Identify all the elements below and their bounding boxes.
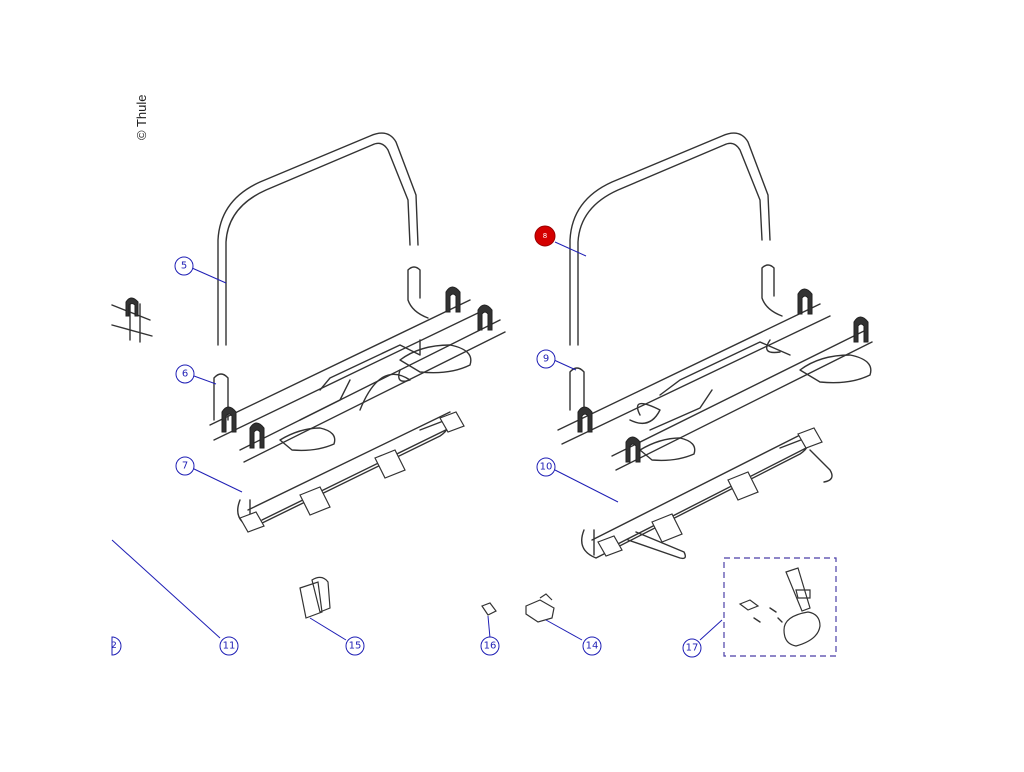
callout-7: 7 <box>175 456 195 476</box>
callout-14: 14 <box>582 636 602 656</box>
callout-11: 11 <box>219 636 239 656</box>
copyright-text: © Thule <box>134 94 149 140</box>
rack-rails-left <box>209 299 506 463</box>
right-assembly <box>481 132 873 657</box>
callout-label-16: 16 <box>484 641 497 652</box>
callout-label-6: 6 <box>182 369 188 380</box>
callout-6: 6 <box>175 364 195 384</box>
wheel-holders-right <box>639 354 872 462</box>
base-brackets-right <box>597 427 823 557</box>
part-14 <box>525 593 555 623</box>
callout-label-15: 15 <box>349 641 362 652</box>
kit-17-strap <box>785 567 811 612</box>
callout-label-5: 5 <box>181 261 187 272</box>
callout-label-17: 17 <box>686 643 699 654</box>
cable-right <box>629 339 781 424</box>
rack-center-bar-right <box>649 341 791 431</box>
frame-arch-right <box>569 132 771 346</box>
post-9 <box>569 367 585 411</box>
leader-lines <box>111 241 723 641</box>
base-frame-7 <box>237 411 459 529</box>
rack-rails-right <box>557 303 873 471</box>
callout-label-10: 10 <box>540 462 553 473</box>
cable-left <box>359 369 411 411</box>
partial-rack-left-edge <box>111 299 153 343</box>
part-15 <box>299 576 331 619</box>
strap-clamps-right <box>577 288 869 463</box>
base-leg-right <box>627 531 687 560</box>
kit-17-screws <box>753 607 783 623</box>
callout-label-7: 7 <box>182 461 188 472</box>
post-top-left <box>407 266 429 319</box>
partial-strap <box>125 297 139 317</box>
callout-label-9: 9 <box>543 354 549 365</box>
callout-label-14: 14 <box>586 641 599 652</box>
callout-label-clipped: 2 <box>111 641 117 651</box>
part-16 <box>481 602 497 616</box>
callout-8-highlighted[interactable]: 8 <box>534 225 556 247</box>
callout-9: 9 <box>536 349 556 369</box>
callout-15: 15 <box>345 636 365 656</box>
kit-17-clip <box>738 599 760 611</box>
callout-label-8: 8 <box>543 232 547 240</box>
base-frame-10 <box>581 431 833 559</box>
callout-clipped: 2 <box>111 636 122 656</box>
strap-clamps-left <box>221 286 493 449</box>
callout-16: 16 <box>480 636 500 656</box>
callout-label-11: 11 <box>223 641 236 652</box>
base-brackets-left <box>239 411 465 533</box>
kit-17-box <box>723 557 837 657</box>
wheel-holders-left <box>279 344 472 452</box>
callout-17: 17 <box>682 638 702 658</box>
rack-center-bar-left <box>299 339 421 421</box>
callout-10: 10 <box>536 457 556 477</box>
callout-5: 5 <box>174 256 194 276</box>
frame-arch-left <box>217 132 419 346</box>
post-top-right <box>761 264 783 317</box>
left-assembly <box>111 132 506 619</box>
kit-17-cylinder <box>783 611 821 647</box>
